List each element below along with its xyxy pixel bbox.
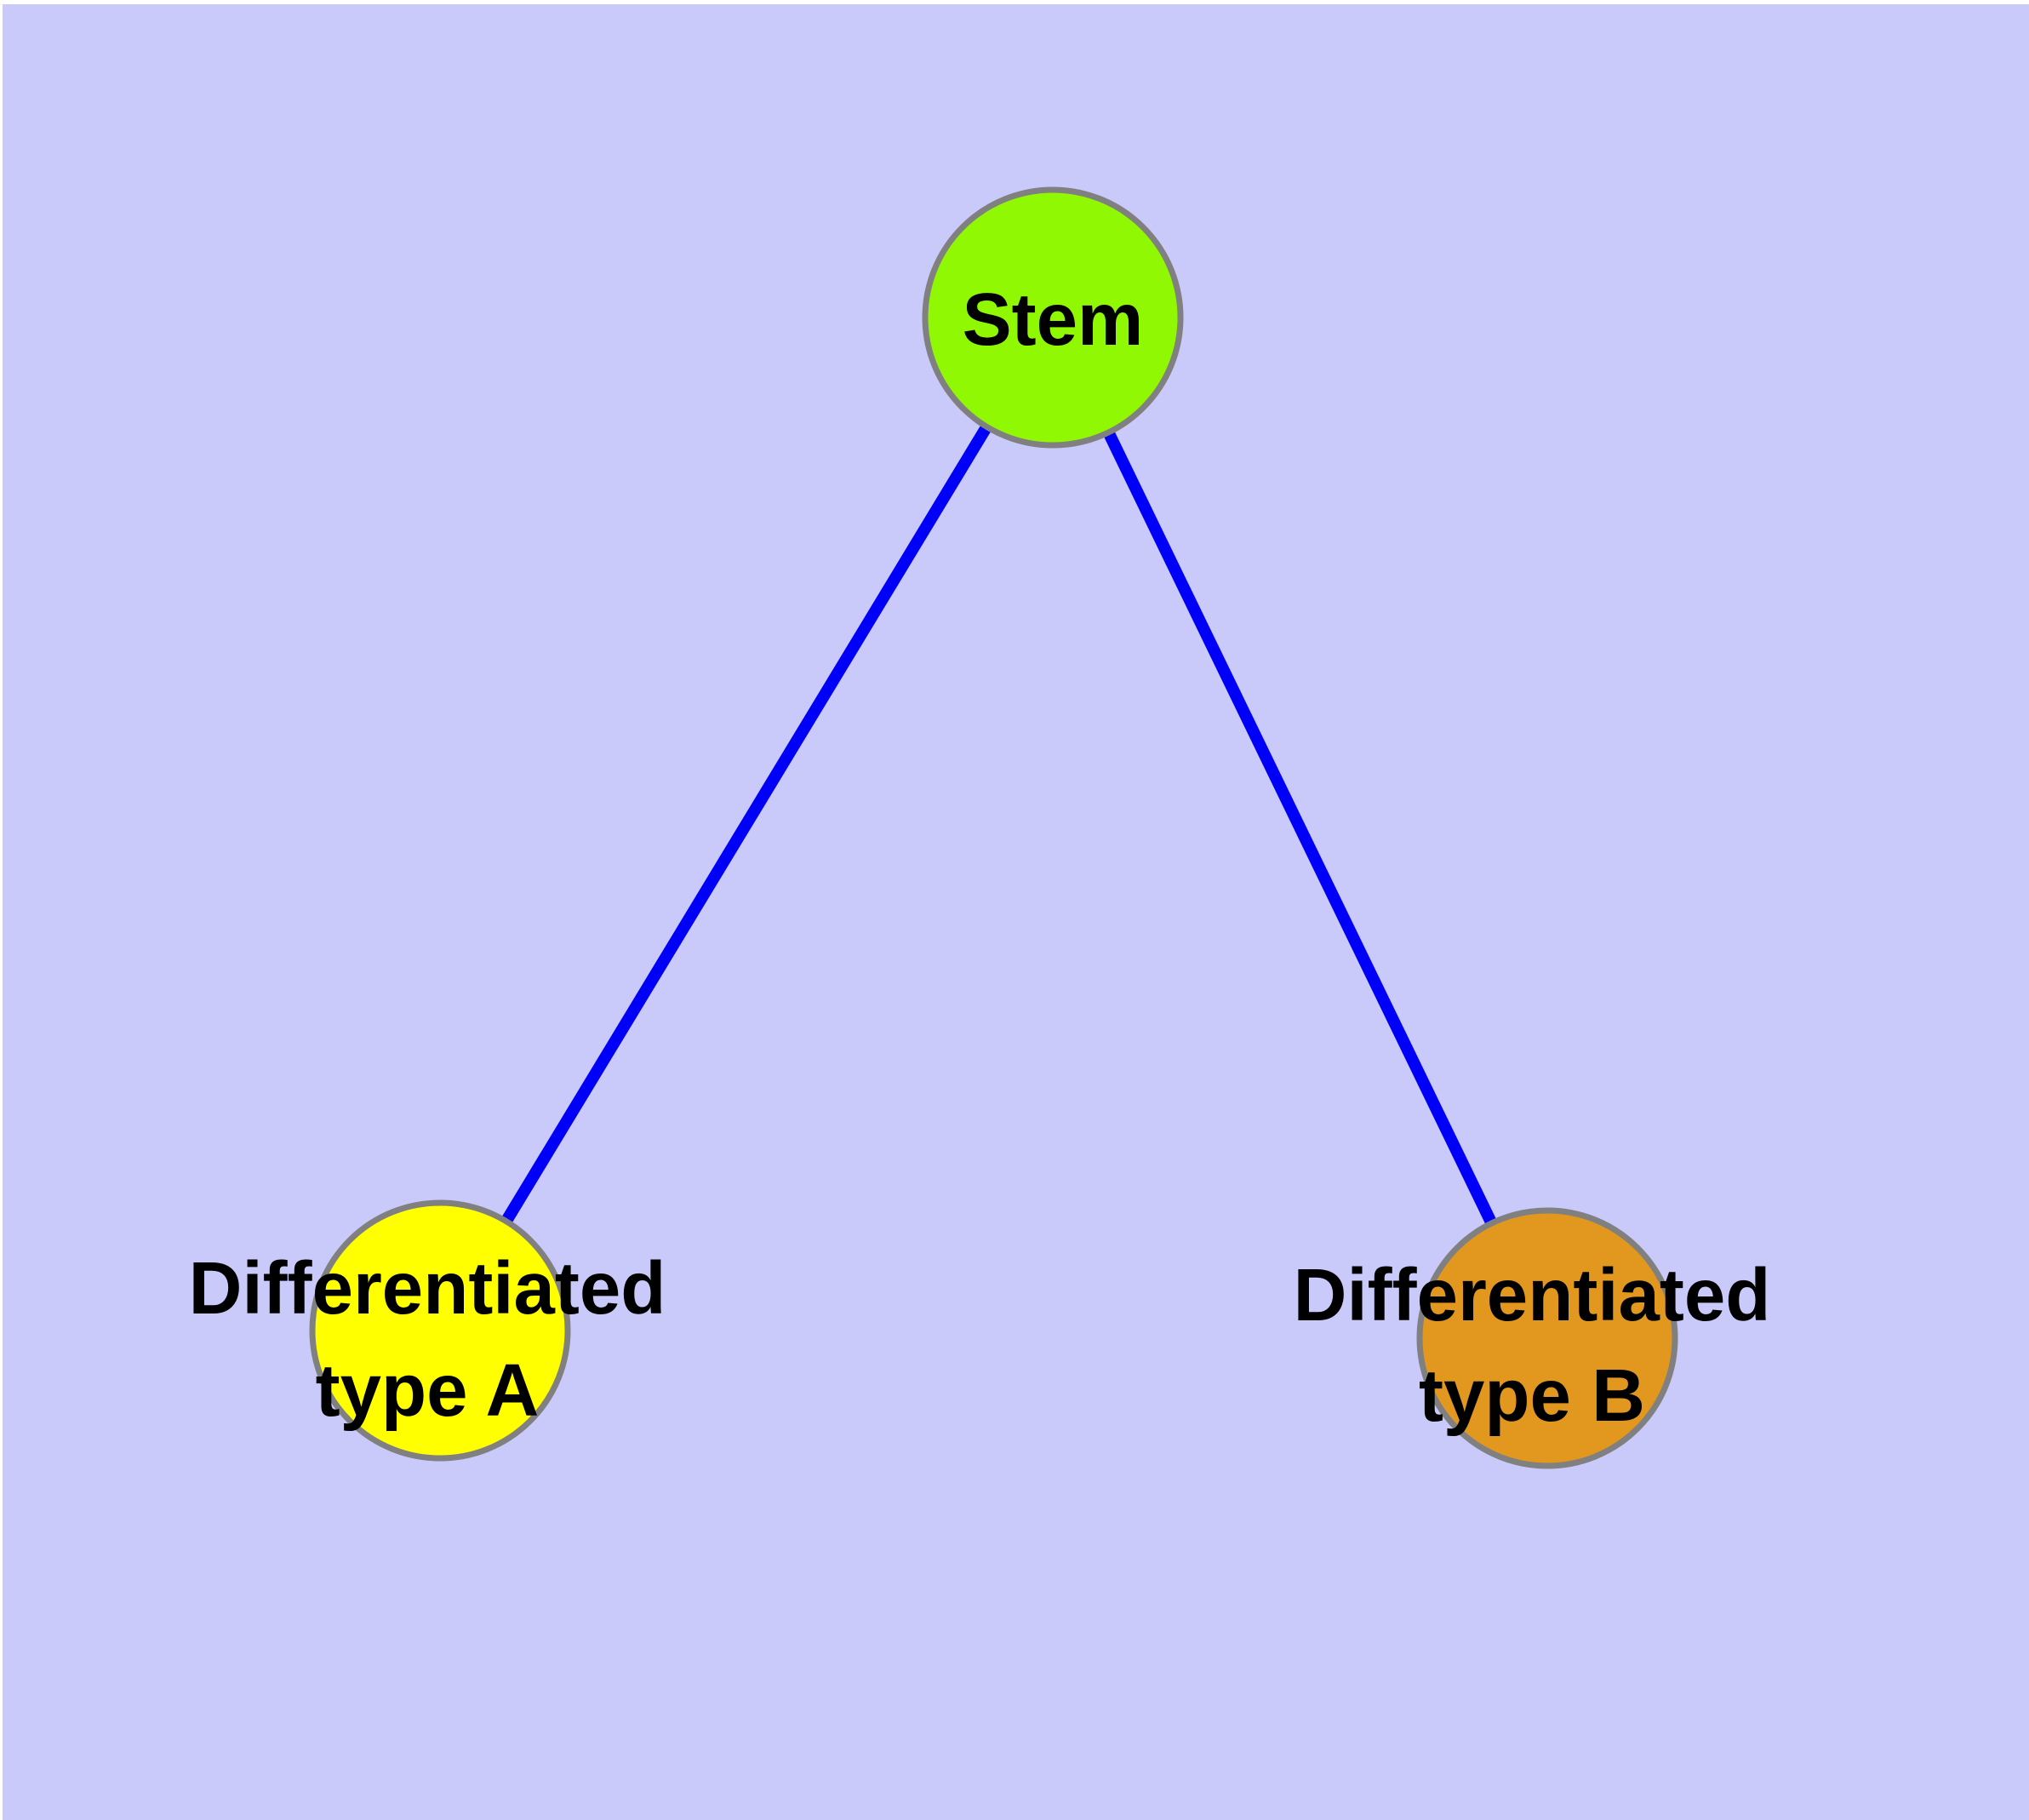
edge-stem-to-type-b bbox=[1047, 314, 1553, 1342]
node-type-a-label-line2: type A bbox=[316, 1349, 540, 1432]
node-stem-circle bbox=[922, 186, 1184, 449]
node-stem-label: Stem bbox=[963, 278, 1144, 361]
node-type-a-circle bbox=[309, 1199, 571, 1462]
node-type-b-circle bbox=[1416, 1207, 1678, 1469]
node-type-b-label-line2: type B bbox=[1419, 1354, 1645, 1437]
edge-stem-to-type-a bbox=[435, 314, 1058, 1334]
node-type-a-label-line1: Differentiated bbox=[189, 1247, 666, 1330]
node-type-b-label-line1: Differentiated bbox=[1294, 1254, 1771, 1336]
